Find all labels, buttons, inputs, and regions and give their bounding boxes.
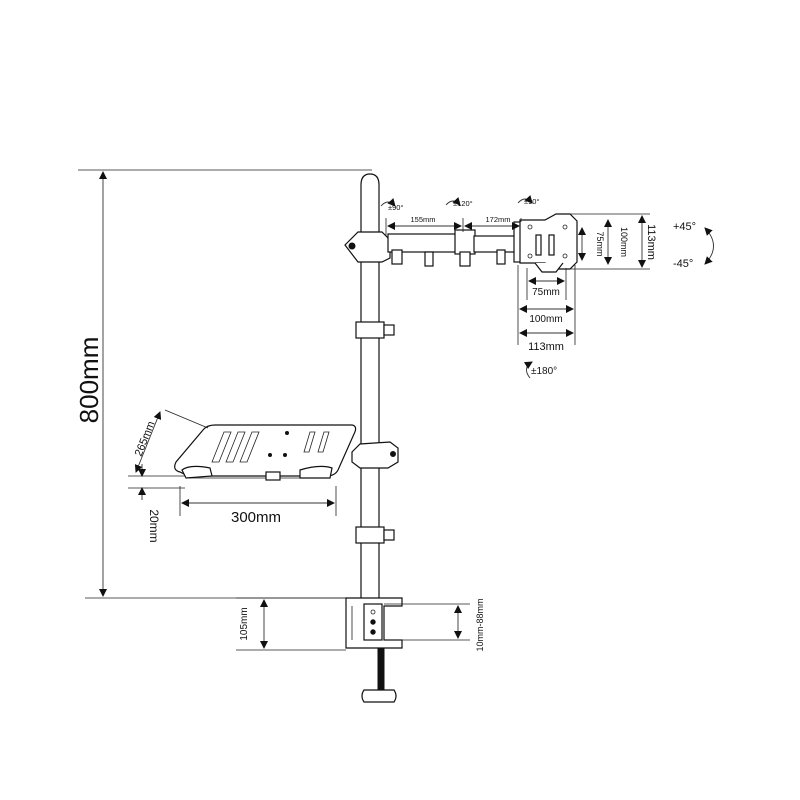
- arm-length-dimensions: 155mm 172mm: [385, 215, 522, 236]
- height-total-label: 800mm: [74, 337, 104, 424]
- arm-rotation-right-label: ±90°: [524, 197, 539, 206]
- tilt-down-label: -45°: [673, 258, 693, 270]
- vesa-h-large-label: 113mm: [528, 341, 564, 353]
- arm-rotation-mid-label: ±120°: [453, 199, 473, 208]
- height-dimension: 800mm: [74, 169, 372, 599]
- tray-lip-label: 20mm: [147, 509, 161, 542]
- arm-rotation-indicators: ±90° ±120° ±90°: [380, 195, 539, 212]
- swivel-label: ±180°: [531, 366, 557, 377]
- tilt-indicator: +45° -45°: [673, 221, 714, 270]
- vesa-v-small-label: 75mm: [595, 231, 605, 256]
- tray-dimensions: 265mm 20mm 300mm: [128, 409, 337, 543]
- desk-thickness-label: 10mm-88mm: [475, 598, 485, 651]
- arm-length-2-label: 172mm: [485, 215, 510, 224]
- monitor-arm: [344, 213, 578, 273]
- arm-rotation-left-label: ±90°: [388, 203, 403, 212]
- laptop-tray: [174, 424, 399, 481]
- clamp-height-label: 105mm: [239, 607, 250, 640]
- swivel-indicator: ±180°: [523, 361, 557, 379]
- tray-depth-label: 265mm: [133, 420, 158, 459]
- pole: [355, 173, 395, 601]
- vesa-v-mid-label: 100mm: [619, 227, 629, 257]
- arm-length-1-label: 155mm: [410, 215, 435, 224]
- tray-width-label: 300mm: [231, 509, 281, 526]
- vesa-vertical-dimensions: 75mm 100mm 113mm: [570, 213, 657, 270]
- vesa-h-small-label: 75mm: [532, 287, 560, 298]
- vesa-h-mid-label: 100mm: [529, 314, 562, 325]
- vesa-v-large-label: 113mm: [645, 224, 657, 260]
- desk-clamp: [345, 597, 403, 703]
- vesa-horizontal-dimensions: 75mm 100mm 113mm: [517, 265, 576, 353]
- clamp-dimensions: 105mm 10mm-88mm: [236, 597, 485, 652]
- tilt-up-label: +45°: [673, 221, 696, 233]
